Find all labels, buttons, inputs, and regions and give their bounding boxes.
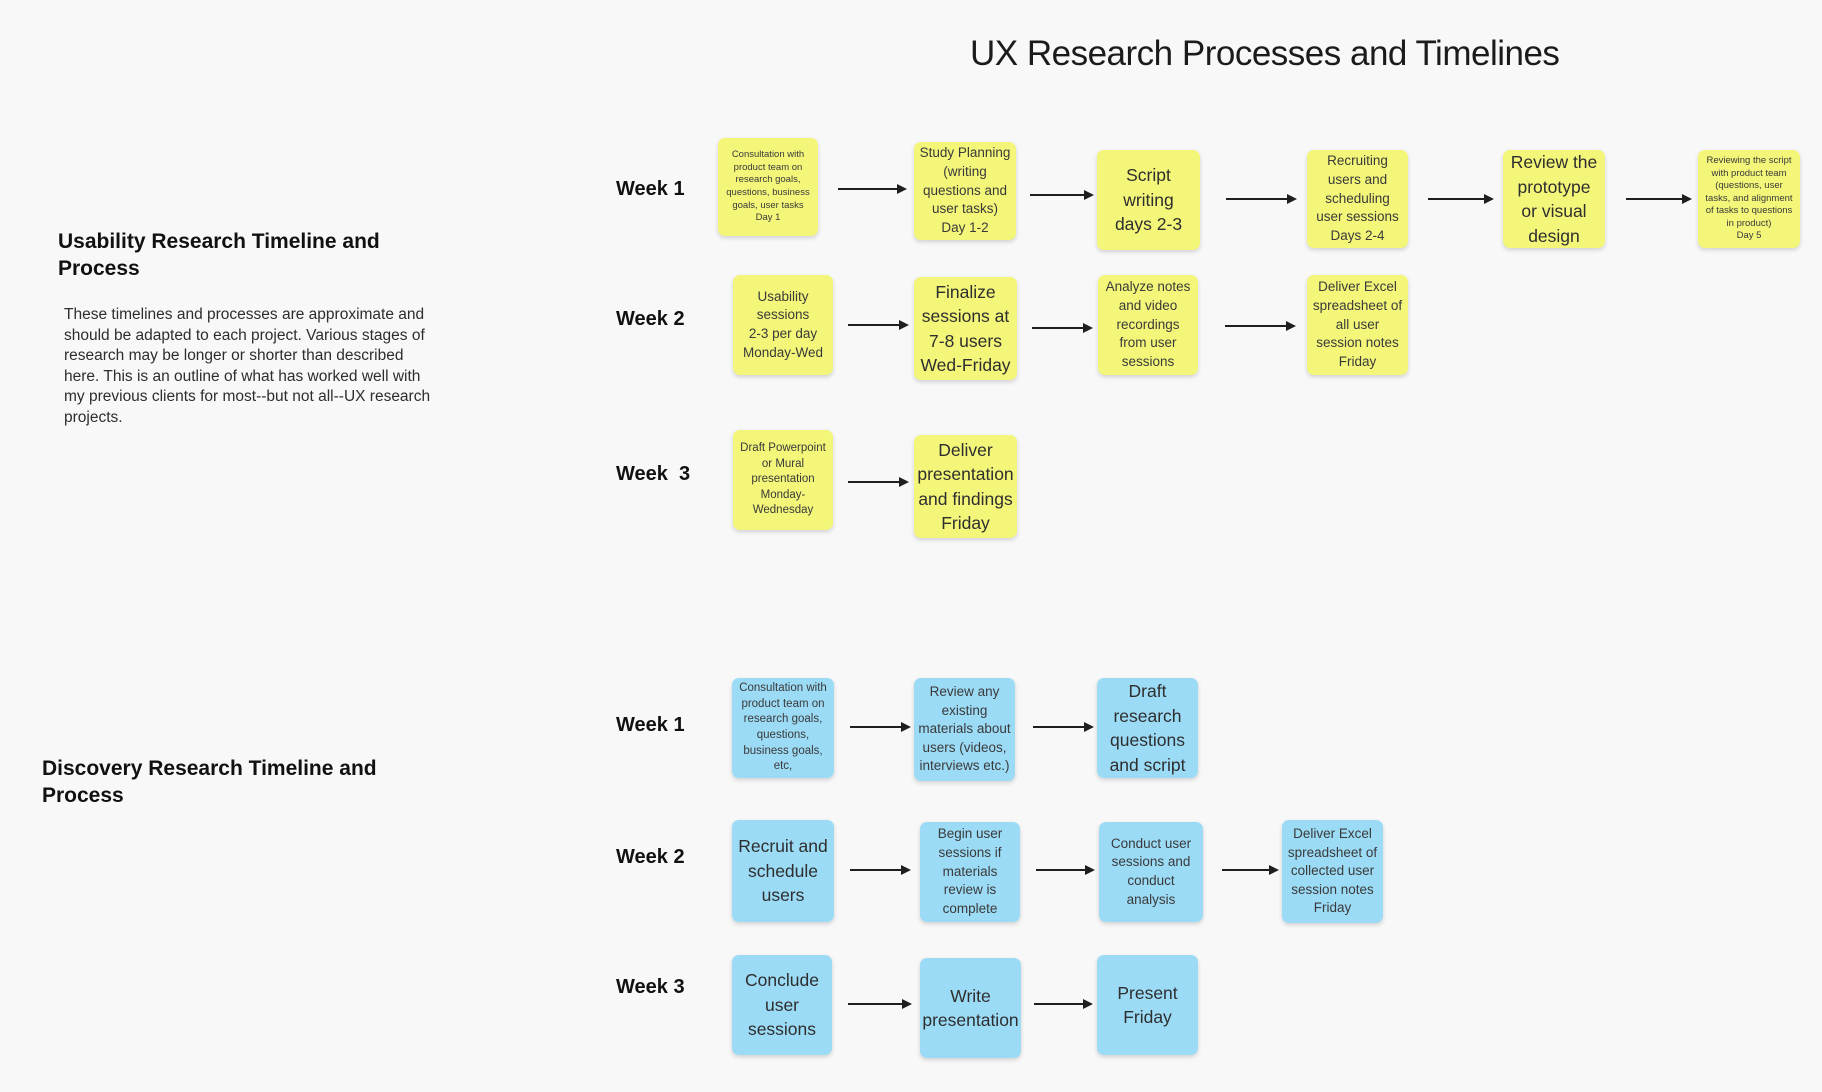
flow-arrow-icon[interactable]	[1626, 193, 1692, 204]
flow-arrow-icon[interactable]	[850, 864, 911, 875]
section-description-usability[interactable]: These timelines and processes are approx…	[64, 306, 431, 426]
flow-arrow-icon[interactable]	[848, 319, 909, 330]
sticky-note[interactable]: Conduct user sessions and conduct analys…	[1099, 822, 1203, 922]
sticky-note[interactable]: Reviewing the script with product team (…	[1698, 150, 1800, 248]
flow-arrow-icon[interactable]	[1226, 193, 1297, 204]
section-heading-usability[interactable]: Usability Research Timeline and Process	[58, 230, 380, 280]
week-label-discovery-3[interactable]: Week 3	[616, 976, 685, 998]
flow-arrow-icon[interactable]	[1034, 998, 1093, 1009]
flow-arrow-icon[interactable]	[1033, 721, 1094, 732]
sticky-note[interactable]: Draft research questions and script	[1097, 678, 1198, 778]
board-title[interactable]: UX Research Processes and Timelines	[970, 34, 1560, 73]
flow-arrow-icon[interactable]	[848, 998, 912, 1009]
sticky-note[interactable]: Deliver Excel spreadsheet of all user se…	[1307, 275, 1408, 375]
week-label-discovery-1[interactable]: Week 1	[616, 714, 685, 736]
flow-arrow-icon[interactable]	[838, 183, 907, 194]
flow-arrow-icon[interactable]	[1428, 193, 1494, 204]
sticky-note[interactable]: Deliver Excel spreadsheet of collected u…	[1282, 820, 1383, 923]
sticky-note[interactable]: Usability sessions 2-3 per day Monday-We…	[733, 275, 833, 375]
sticky-note[interactable]: Consultation with product team on resear…	[718, 138, 818, 236]
sticky-note[interactable]: Finalize sessions at 7-8 users Wed-Frida…	[914, 277, 1017, 380]
sticky-note[interactable]: Recruiting users and scheduling user ses…	[1307, 150, 1408, 248]
flow-arrow-icon[interactable]	[1222, 864, 1279, 875]
sticky-note[interactable]: Recruit and schedule users	[732, 820, 834, 922]
sticky-note[interactable]: Script writing days 2-3	[1097, 150, 1200, 250]
flow-arrow-icon[interactable]	[1032, 322, 1093, 333]
week-label-usability-3[interactable]: Week 3	[616, 463, 691, 485]
week-label-discovery-2[interactable]: Week 2	[616, 846, 685, 868]
sticky-note[interactable]: Analyze notes and video recordings from …	[1098, 275, 1198, 375]
sticky-note[interactable]: Begin user sessions if materials review …	[920, 822, 1020, 922]
week-label-usability-1[interactable]: Week 1	[616, 178, 685, 200]
flow-arrow-icon[interactable]	[1030, 189, 1094, 200]
sticky-note[interactable]: Consultation with product team on resear…	[732, 678, 834, 778]
section-heading-discovery[interactable]: Discovery Research Timeline and Process	[42, 757, 377, 807]
flow-arrow-icon[interactable]	[848, 476, 909, 487]
week-label-usability-2[interactable]: Week 2	[616, 308, 685, 330]
sticky-note[interactable]: Deliver presentation and findings Friday	[914, 435, 1017, 538]
flow-arrow-icon[interactable]	[1036, 864, 1095, 875]
flow-arrow-icon[interactable]	[1225, 320, 1296, 331]
sticky-note[interactable]: Conclude user sessions	[732, 955, 832, 1055]
sticky-note[interactable]: Study Planning (writing questions and us…	[914, 142, 1016, 240]
sticky-note[interactable]: Write presentation	[920, 958, 1021, 1058]
sticky-note[interactable]: Draft Powerpoint or Mural presentation M…	[733, 430, 833, 530]
sticky-note[interactable]: Review any existing materials about user…	[914, 678, 1015, 781]
sticky-note[interactable]: Present Friday	[1097, 955, 1198, 1055]
flow-arrow-icon[interactable]	[850, 721, 911, 732]
sticky-note[interactable]: Review the prototype or visual design	[1503, 150, 1605, 248]
